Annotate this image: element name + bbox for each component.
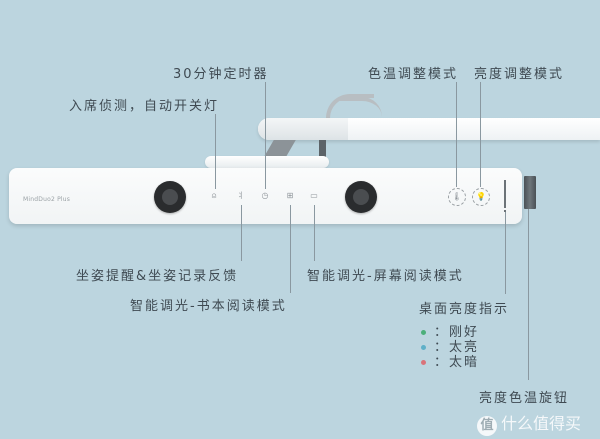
callout-desk-brightness: 桌面亮度指示 [419,302,510,317]
thermometer-cycle-icon[interactable]: 🌡 [448,188,466,206]
desk-brightness-indicator [504,180,506,208]
callout-timer: 30分钟定时器 [173,67,269,82]
legend-item-too-bright: ：太亮 [421,336,479,355]
lamp-strut-rear [319,140,326,160]
leader-line-brightness [480,82,481,187]
book-icon[interactable]: ⊞ [286,191,294,200]
desk-brightness-indicator-dot [504,210,506,212]
left-knob[interactable] [154,181,186,213]
lamp-base-pad [205,156,329,168]
callout-color-temp-mode: 色温调整模式 [368,67,459,82]
brightness-temp-dial[interactable] [524,176,536,209]
brand-label: MindDuo2 Plus [23,196,71,203]
leader-line-timer [265,82,266,189]
watermark: 值什么值得买 [477,410,581,436]
bulb-cycle-icon[interactable]: 💡 [472,188,490,206]
monitor-icon[interactable]: ▭ [310,191,318,200]
leader-line-knob [528,209,529,380]
lamp-arm-joint [258,118,348,140]
green-dot-icon [421,330,426,335]
leader-line-book-mode [290,205,291,293]
leader-line-presence [215,114,216,189]
callout-screen-mode: 智能调光-屏幕阅读模式 [307,269,464,284]
right-knob[interactable] [345,181,377,213]
legend-item-just-right: ：刚好 [421,321,479,340]
callout-book-mode: 智能调光-书本阅读模式 [130,299,287,314]
leader-line-desk-brightness [505,212,506,294]
legend-item-too-dark: ：太暗 [421,351,479,370]
blue-dot-icon [421,345,426,350]
posture-icon[interactable]: ⺦ [237,191,245,200]
callout-brightness-mode: 亮度调整模式 [474,67,565,82]
callout-posture: 坐姿提醒&坐姿记录反馈 [76,269,239,284]
callout-presence: 入席侦测，自动开关灯 [69,99,220,114]
red-dot-icon [421,360,426,365]
leader-line-color-temp [456,82,457,187]
person-seat-icon[interactable]: ⍝ [211,191,217,200]
leader-line-screen-mode [314,205,315,261]
leader-line-posture [241,205,242,261]
gooseneck-hose [326,94,374,138]
clock-icon[interactable]: ◷ [261,191,269,200]
watermark-badge-icon: 值 [477,416,497,436]
gooseneck-hose-tail [340,97,382,121]
callout-knob: 亮度色温旋钮 [479,391,570,406]
